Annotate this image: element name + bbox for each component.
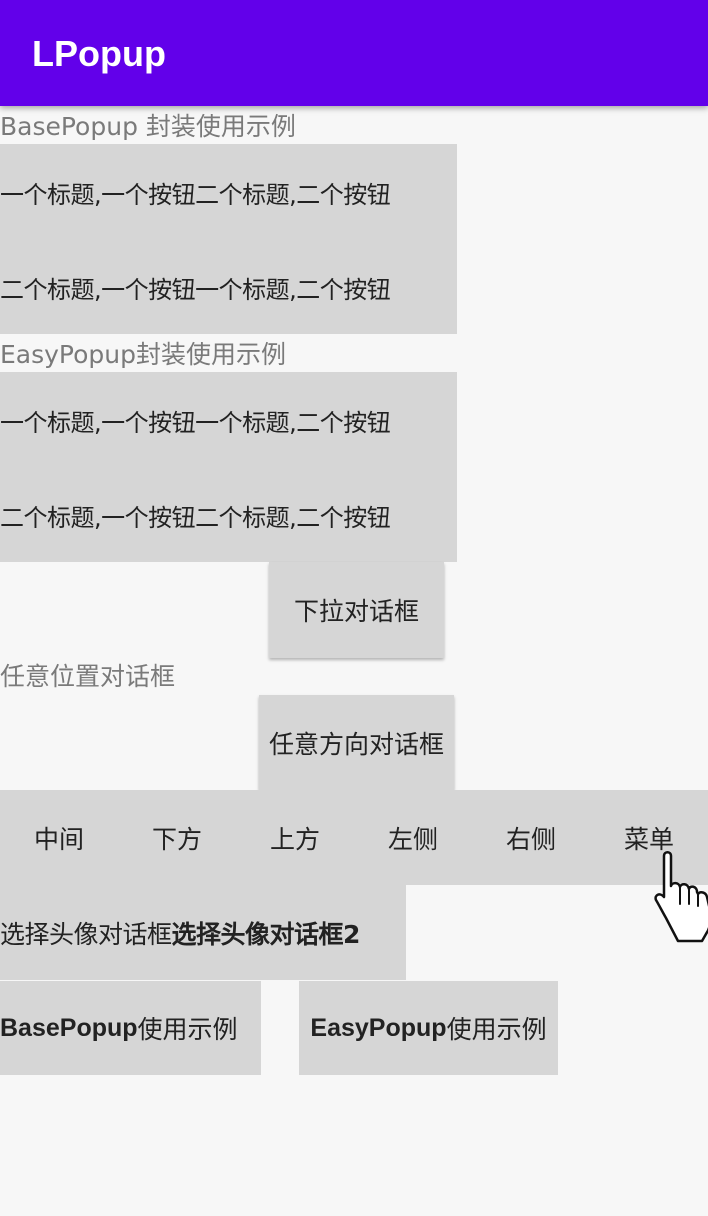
easy-row-1: 一个标题,一个按钮 一个标题,二个按钮 xyxy=(0,372,457,468)
base-row-1: 一个标题,一个按钮 二个标题,二个按钮 xyxy=(0,144,457,240)
section-label-easypopup: EasyPopup封装使用示例 xyxy=(0,340,286,369)
basepopup-demo-button[interactable]: BasePopup 使用示例 xyxy=(0,981,261,1075)
menu-item-menu[interactable]: 菜单 xyxy=(623,824,674,854)
section-label-anywhere: 任意位置对话框 xyxy=(0,662,176,691)
section-label-basepopup: BasePopup 封装使用示例 xyxy=(0,112,296,141)
easy-btn-two-title-two-button[interactable]: 二个标题,二个按钮 xyxy=(195,503,391,532)
choose-avatar-button[interactable]: 选择头像对话框 xyxy=(0,919,172,949)
easy-btn-one-title-one-button[interactable]: 一个标题,一个按钮 xyxy=(0,408,196,437)
base-btn-two-title-one-button[interactable]: 二个标题,一个按钮 xyxy=(0,275,196,304)
base-btn-one-title-two-button[interactable]: 一个标题,二个按钮 xyxy=(195,275,391,304)
app-title: LPopup xyxy=(32,33,166,74)
easy-btn-one-title-two-button[interactable]: 一个标题,二个按钮 xyxy=(195,408,391,437)
direction-menu-bar: 中间 下方 上方 左侧 右侧 菜单 xyxy=(0,790,708,885)
any-direction-dialog-button[interactable]: 任意方向对话框 xyxy=(259,695,454,790)
menu-item-center[interactable]: 中间 xyxy=(33,824,84,854)
easypopup-demo-label-cn: 使用示例 xyxy=(446,1015,547,1044)
menu-item-bottom[interactable]: 下方 xyxy=(151,824,202,854)
easy-row-2: 二个标题,一个按钮 二个标题,二个按钮 xyxy=(0,468,457,562)
easypopup-demo-button[interactable]: EasyPopup 使用示例 xyxy=(299,981,558,1075)
app-bar: LPopup xyxy=(0,0,708,106)
menu-item-left[interactable]: 左侧 xyxy=(387,824,438,854)
menu-item-right[interactable]: 右侧 xyxy=(505,824,556,854)
base-btn-one-title-one-button[interactable]: 一个标题,一个按钮 xyxy=(0,180,196,209)
basepopup-demo-label-cn: 使用示例 xyxy=(137,1015,238,1044)
base-row-2: 二个标题,一个按钮 一个标题,二个按钮 xyxy=(0,240,457,334)
menu-item-top[interactable]: 上方 xyxy=(269,824,320,854)
base-btn-two-title-two-button[interactable]: 二个标题,二个按钮 xyxy=(195,180,391,209)
choose-avatar-row: 选择头像对话框 选择头像对话框2 xyxy=(0,885,406,980)
easy-btn-two-title-one-button[interactable]: 二个标题,一个按钮 xyxy=(0,503,196,532)
dropdown-dialog-button[interactable]: 下拉对话框 xyxy=(269,562,444,658)
choose-avatar-2-button[interactable]: 选择头像对话框2 xyxy=(171,919,361,949)
easypopup-demo-label-en: EasyPopup xyxy=(310,1013,447,1042)
basepopup-demo-label-en: BasePopup xyxy=(0,1013,138,1042)
hand-pointer-icon xyxy=(654,851,708,943)
